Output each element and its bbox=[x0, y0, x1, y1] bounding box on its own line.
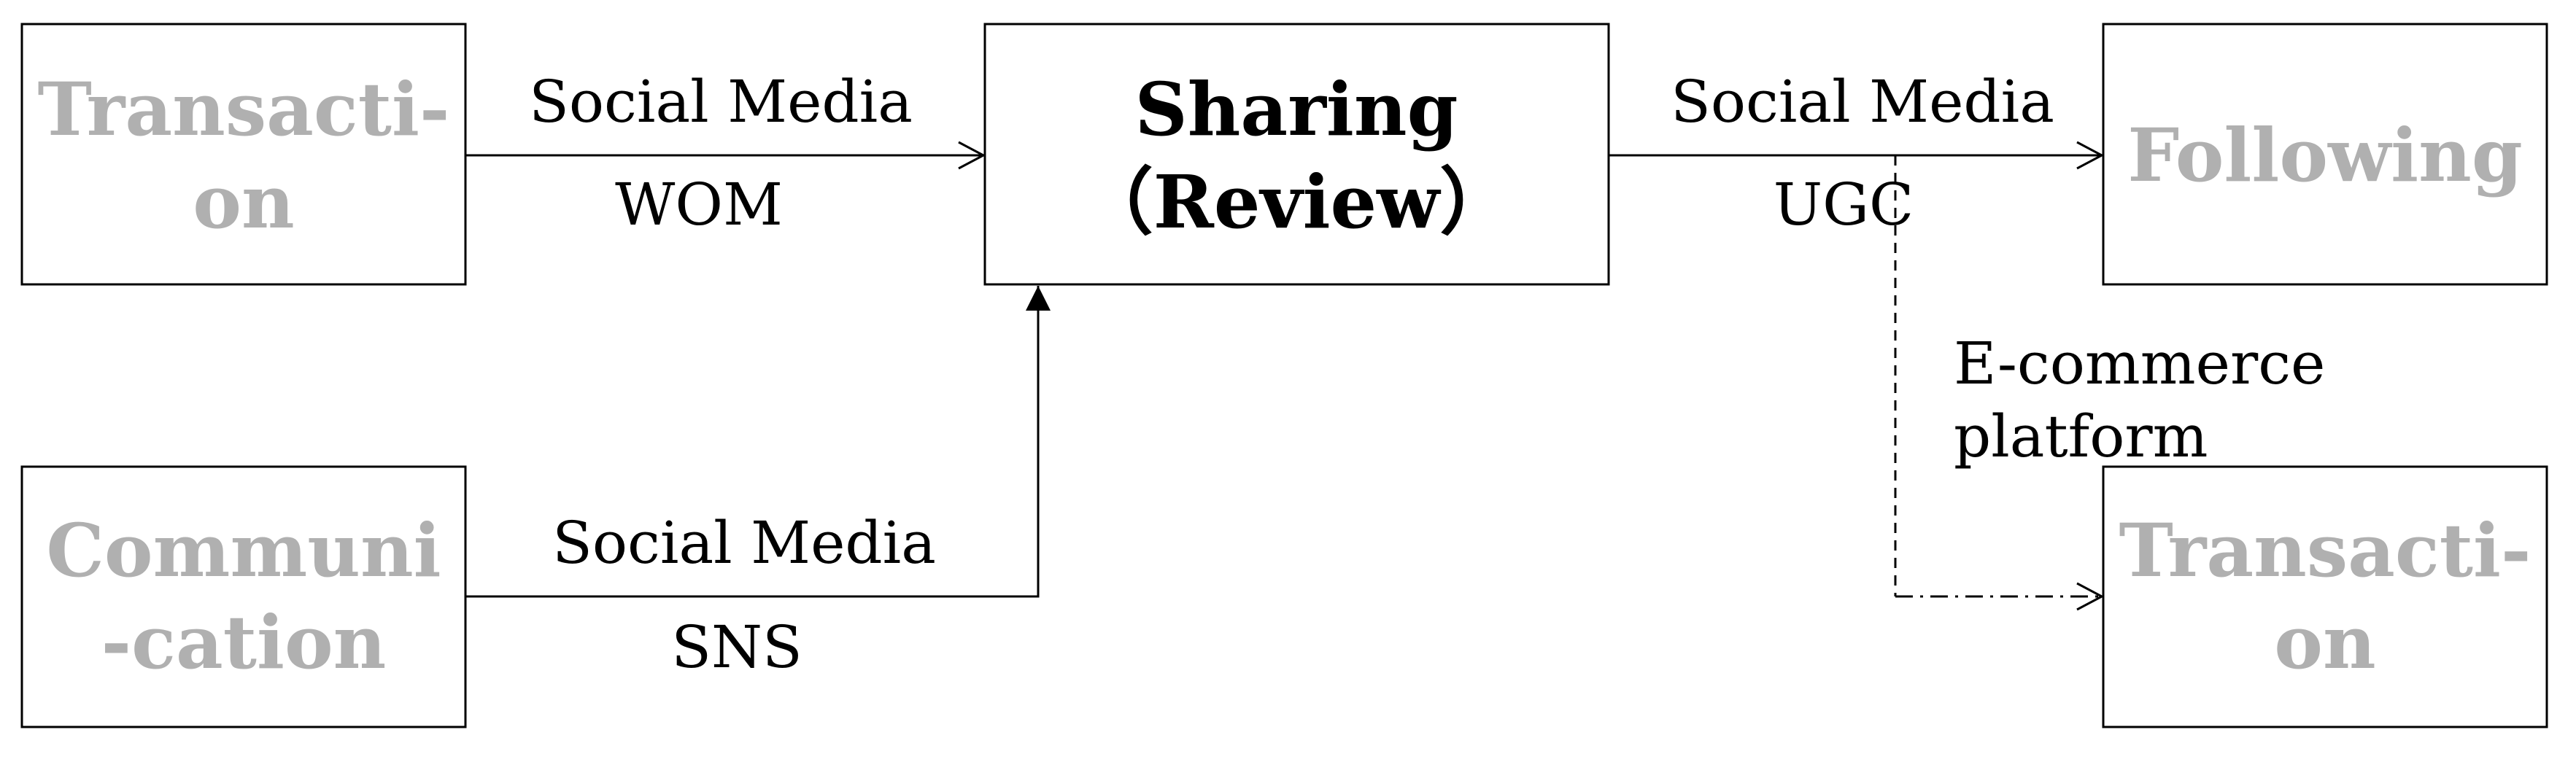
edge-sns-channel: Social Media bbox=[552, 509, 936, 577]
node-transaction-right-line1: Transacti- bbox=[2119, 508, 2531, 594]
edge-ugc-channel: Social Media bbox=[1671, 68, 2054, 136]
edge-wom-type: WOM bbox=[615, 171, 783, 238]
node-transaction-right: Transacti- on bbox=[2102, 465, 2548, 728]
edge-ugc-type: UGC bbox=[1774, 171, 1914, 238]
edge-wom-channel: Social Media bbox=[529, 68, 913, 136]
edge-ecommerce-line2: platform bbox=[1954, 402, 2208, 470]
node-following-label: Following bbox=[2127, 112, 2523, 198]
node-transaction-left-line2: on bbox=[193, 159, 294, 245]
node-transaction-left-line1: Transacti- bbox=[38, 66, 450, 152]
node-sharing-review: Sharing （Review） bbox=[983, 23, 1610, 286]
edge-ecommerce-line1: E-commerce bbox=[1954, 330, 2325, 397]
node-sharing-line1: Sharing bbox=[1134, 66, 1458, 152]
edge-ecommerce: E-commerce platform bbox=[1894, 155, 2325, 611]
node-communication-line2: -cation bbox=[101, 599, 387, 685]
edge-sns: Social Media SNS bbox=[465, 286, 1051, 681]
node-sharing-line2: （Review） bbox=[1080, 159, 1513, 245]
node-transaction-right-line2: on bbox=[2274, 599, 2375, 685]
edge-wom: Social Media WOM bbox=[465, 68, 986, 238]
edge-sns-type: SNS bbox=[671, 613, 802, 681]
edge-ugc: Social Media UGC bbox=[1609, 68, 2105, 238]
edge-sns-arrow bbox=[465, 286, 1051, 598]
node-following: Following bbox=[2102, 23, 2548, 286]
node-communication: Communi -cation bbox=[20, 465, 467, 728]
node-communication-line1: Communi bbox=[46, 508, 441, 594]
node-transaction-left: Transacti- on bbox=[20, 23, 467, 286]
